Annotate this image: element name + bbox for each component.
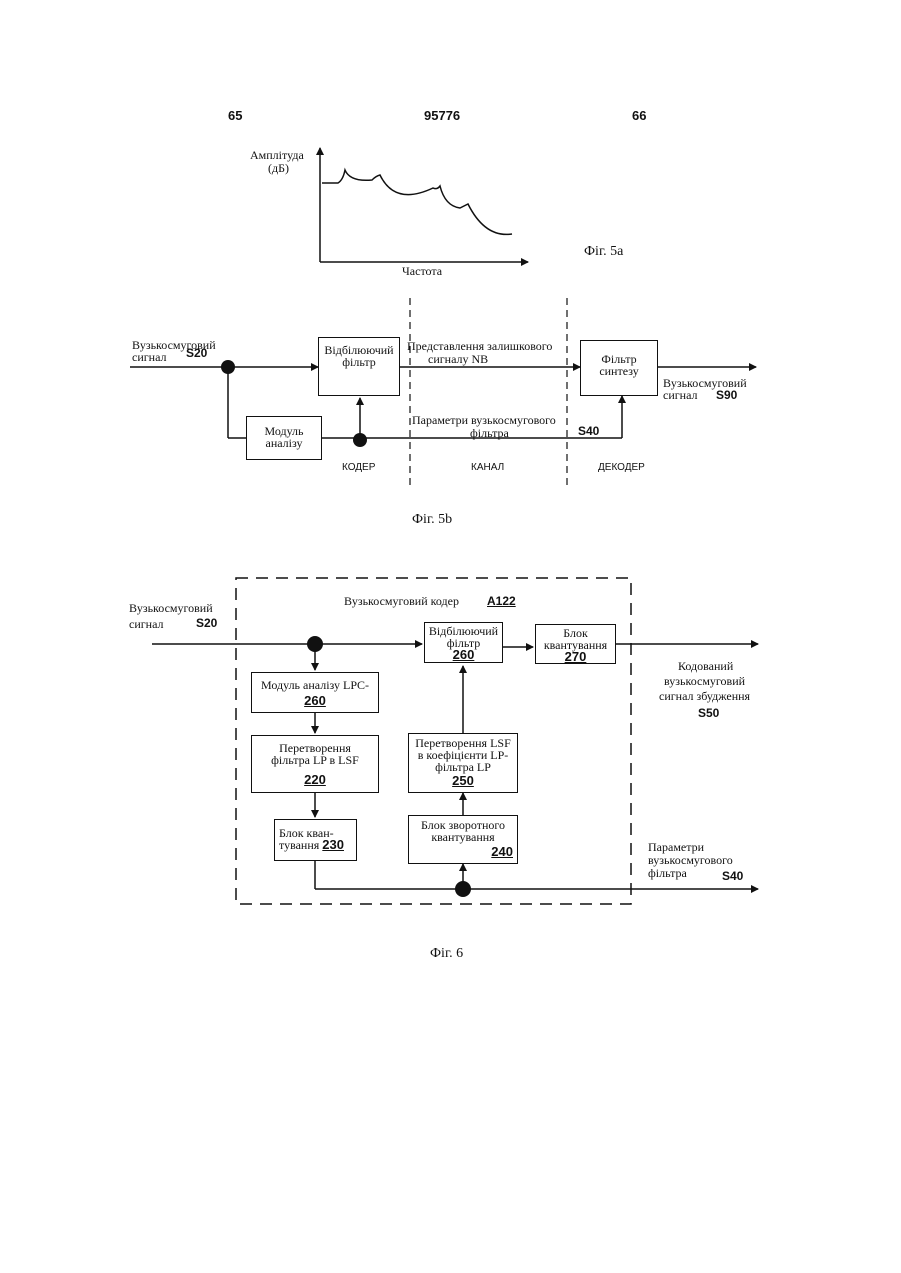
fig6-quant2-label-2: тування	[279, 838, 319, 852]
fig6-lpc-ref: 260	[252, 695, 378, 707]
fig6-quantization-block-2: Блок кван- тування 230	[274, 819, 357, 861]
fig6-quantization-block: Блок квантування 270	[535, 624, 616, 664]
fig5a-axes	[320, 148, 528, 262]
fig6-whitening-ref: 260	[425, 649, 502, 661]
fig6-lp2lsf-label-2: фільтра LP в LSF	[252, 754, 378, 766]
fig6-lp2lsf-ref: 220	[252, 774, 378, 786]
fig5b-output-label-2: сигнал	[663, 389, 698, 402]
fig6-quant2-ref: 230	[322, 837, 344, 852]
fig5b-analysis-module-block: Модуль аналізу	[246, 416, 322, 460]
fig5a-spectrum-curve	[322, 170, 512, 234]
fig5b-synthesis-label-2: синтезу	[581, 365, 657, 377]
fig6-invquant-label-2: квантування	[409, 831, 517, 843]
fig5b-whitening-filter-block: Відбілюючий фільтр	[318, 337, 400, 396]
fig6-encoder-ref: A122	[487, 594, 516, 608]
fig5a-ylabel-unit: (дБ)	[268, 162, 289, 175]
fig6-input-label-2: сигнал	[129, 618, 164, 631]
fig5b-decoder-label: ДЕКОДЕР	[598, 462, 645, 473]
fig5b-junction-params	[353, 433, 367, 447]
fig5b-channel-label: КАНАЛ	[471, 462, 504, 473]
fig6-junction-input	[307, 636, 323, 652]
fig5a-caption: Фіг. 5а	[584, 244, 623, 260]
fig6-junction-params	[455, 881, 471, 897]
fig6-lsf-to-lp-block: Перетворення LSF в коефіцієнти LP- фільт…	[408, 733, 518, 793]
fig5b-whitening-label-2: фільтр	[319, 356, 399, 368]
fig6-lpc-analysis-block: Модуль аналізу LPC- 260	[251, 672, 379, 713]
fig5b-input-label-2: сигнал	[132, 351, 167, 364]
fig6-output-label-2: вузькосмуговий	[664, 675, 745, 688]
fig6-output-label: Кодований	[678, 660, 733, 673]
fig5b-junction-input	[221, 360, 235, 374]
fig5b-params-label-2: фільтра	[470, 427, 509, 440]
fig6-inverse-quantization-block: Блок зворотного квантування 240	[408, 815, 518, 864]
fig6-lsf2lp-label-3: фільтра LP	[409, 761, 517, 773]
fig6-caption: Фіг. 6	[430, 946, 463, 962]
fig5b-analysis-label-2: аналізу	[247, 437, 321, 449]
fig5b-coder-label: КОДЕР	[342, 462, 375, 473]
fig6-quant2-line-2: тування 230	[279, 839, 356, 851]
fig6-output-label-3: сигнал збудження	[659, 690, 750, 703]
fig5b-caption: Фіг. 5b	[412, 512, 452, 528]
fig6-whitening-filter-block: Відбілюючий фільтр 260	[424, 622, 503, 663]
fig5b-input-ref: S20	[186, 346, 207, 360]
fig6-lsf2lp-ref: 250	[409, 775, 517, 787]
fig5a-xlabel: Частота	[402, 265, 442, 278]
fig6-lpc-label: Модуль аналізу LPC-	[252, 679, 378, 691]
fig6-quant-ref: 270	[536, 651, 615, 663]
fig6-input-ref: S20	[196, 616, 217, 630]
fig5b-synthesis-filter-block: Фільтр синтезу	[580, 340, 658, 396]
fig6-lp-to-lsf-block: Перетворення фільтра LP в LSF 220	[251, 735, 379, 793]
fig6-params-label-3: фільтра	[648, 867, 687, 880]
fig6-input-label: Вузькосмуговий	[129, 602, 213, 615]
fig5b-residual-label-2: сигналу NB	[428, 353, 488, 366]
fig5b-output-ref: S90	[716, 388, 737, 402]
fig6-output-ref: S50	[698, 706, 719, 720]
fig6-invquant-ref: 240	[409, 846, 517, 858]
fig6-params-ref: S40	[722, 869, 743, 883]
fig5b-params-ref: S40	[578, 424, 599, 438]
fig6-encoder-title: Вузькосмуговий кодер	[344, 595, 459, 608]
